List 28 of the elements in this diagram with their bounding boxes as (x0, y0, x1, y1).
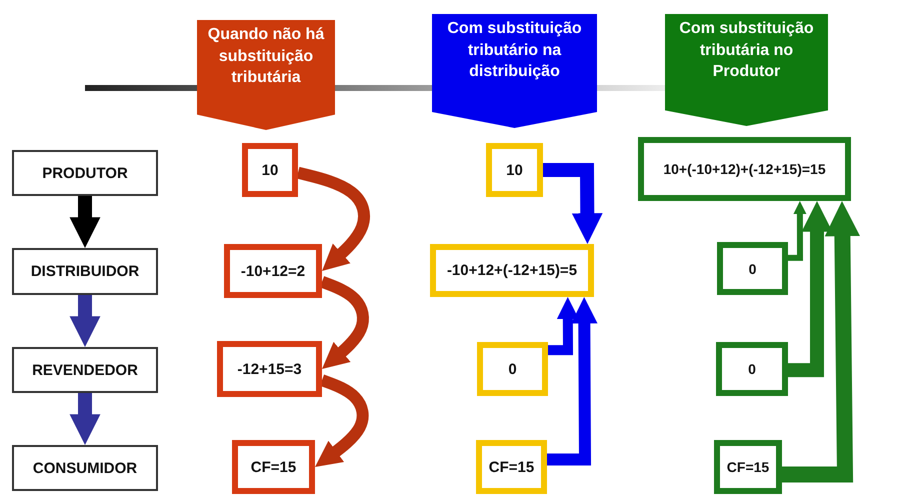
stage-box: REVENDEDOR (12, 347, 158, 393)
header-banner: Quando não há substituição tributária (197, 20, 335, 130)
value-box: CF=15 (232, 440, 315, 494)
value-box: -10+12+(-12+15)=5 (430, 244, 594, 297)
header-banner: Com substituição tributário na distribuição (432, 14, 597, 128)
value-box: 10 (242, 143, 298, 197)
arrow (70, 295, 100, 347)
curved-arrow (296, 166, 370, 271)
value-box: 0 (716, 342, 788, 396)
arrow (548, 297, 579, 356)
value-box: -12+15=3 (217, 341, 322, 397)
arrow (70, 196, 100, 248)
arrow (782, 201, 860, 483)
value-box: 0 (477, 342, 548, 396)
value-box: 10+(-10+12)+(-12+15)=15 (638, 137, 851, 201)
stage-box: DISTRIBUIDOR (12, 248, 158, 295)
header-banner: Com substituição tributária no Produtor (665, 14, 828, 126)
value-box: CF=15 (714, 440, 782, 494)
arrow (788, 201, 806, 261)
stage-box: CONSUMIDOR (12, 445, 158, 491)
value-box: 0 (717, 242, 788, 295)
arrow (547, 297, 598, 466)
value-box: 10 (486, 143, 543, 197)
arrow (70, 393, 100, 445)
value-box: CF=15 (476, 440, 547, 494)
arrow (788, 201, 832, 378)
stage-box: PRODUTOR (12, 150, 158, 196)
value-box: -10+12=2 (224, 244, 322, 298)
